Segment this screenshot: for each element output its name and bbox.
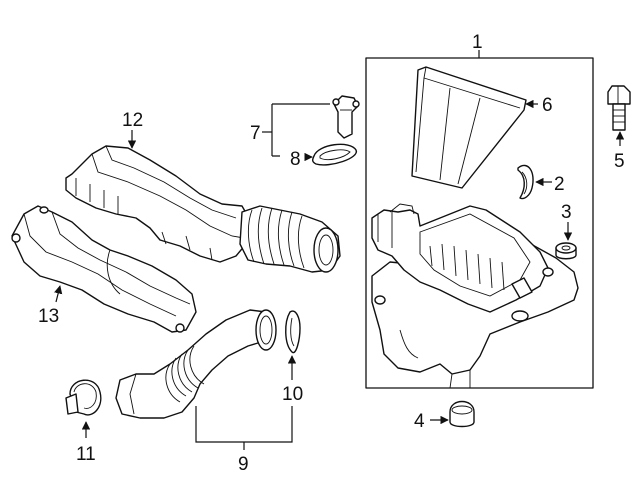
callout-8: 8 <box>290 149 301 170</box>
o-ring-part <box>312 143 357 166</box>
callout-3: 3 <box>561 202 572 223</box>
clip-part <box>517 164 534 200</box>
flex-bellows-part <box>239 205 341 273</box>
callout-2: 2 <box>554 174 565 195</box>
air-filter-element <box>411 66 527 189</box>
airflow-sensor-part <box>332 95 360 139</box>
callout-1: 1 <box>472 32 483 53</box>
hose-ring-part <box>285 310 301 354</box>
inlet-duct-part <box>65 145 251 263</box>
callout-13: 13 <box>38 306 59 327</box>
callout-12: 12 <box>122 110 143 131</box>
outlet-hose-part <box>115 309 277 419</box>
leader-13 <box>54 285 63 303</box>
callout-10: 10 <box>282 384 303 405</box>
lower-duct-part <box>11 205 197 333</box>
air-cleaner-housing <box>371 203 579 389</box>
callout-6: 6 <box>542 95 553 116</box>
callout-5: 5 <box>614 151 625 172</box>
grommet-part <box>555 242 577 260</box>
hose-clamp-part <box>65 379 102 416</box>
callout-7: 7 <box>250 123 261 144</box>
leader-7-bracket <box>271 103 330 157</box>
cap-part <box>449 400 475 428</box>
callout-11: 11 <box>76 444 96 465</box>
callout-9: 9 <box>238 454 249 475</box>
bolt-part <box>607 85 631 131</box>
callout-4: 4 <box>414 411 425 432</box>
leader-9-bracket <box>195 406 293 443</box>
